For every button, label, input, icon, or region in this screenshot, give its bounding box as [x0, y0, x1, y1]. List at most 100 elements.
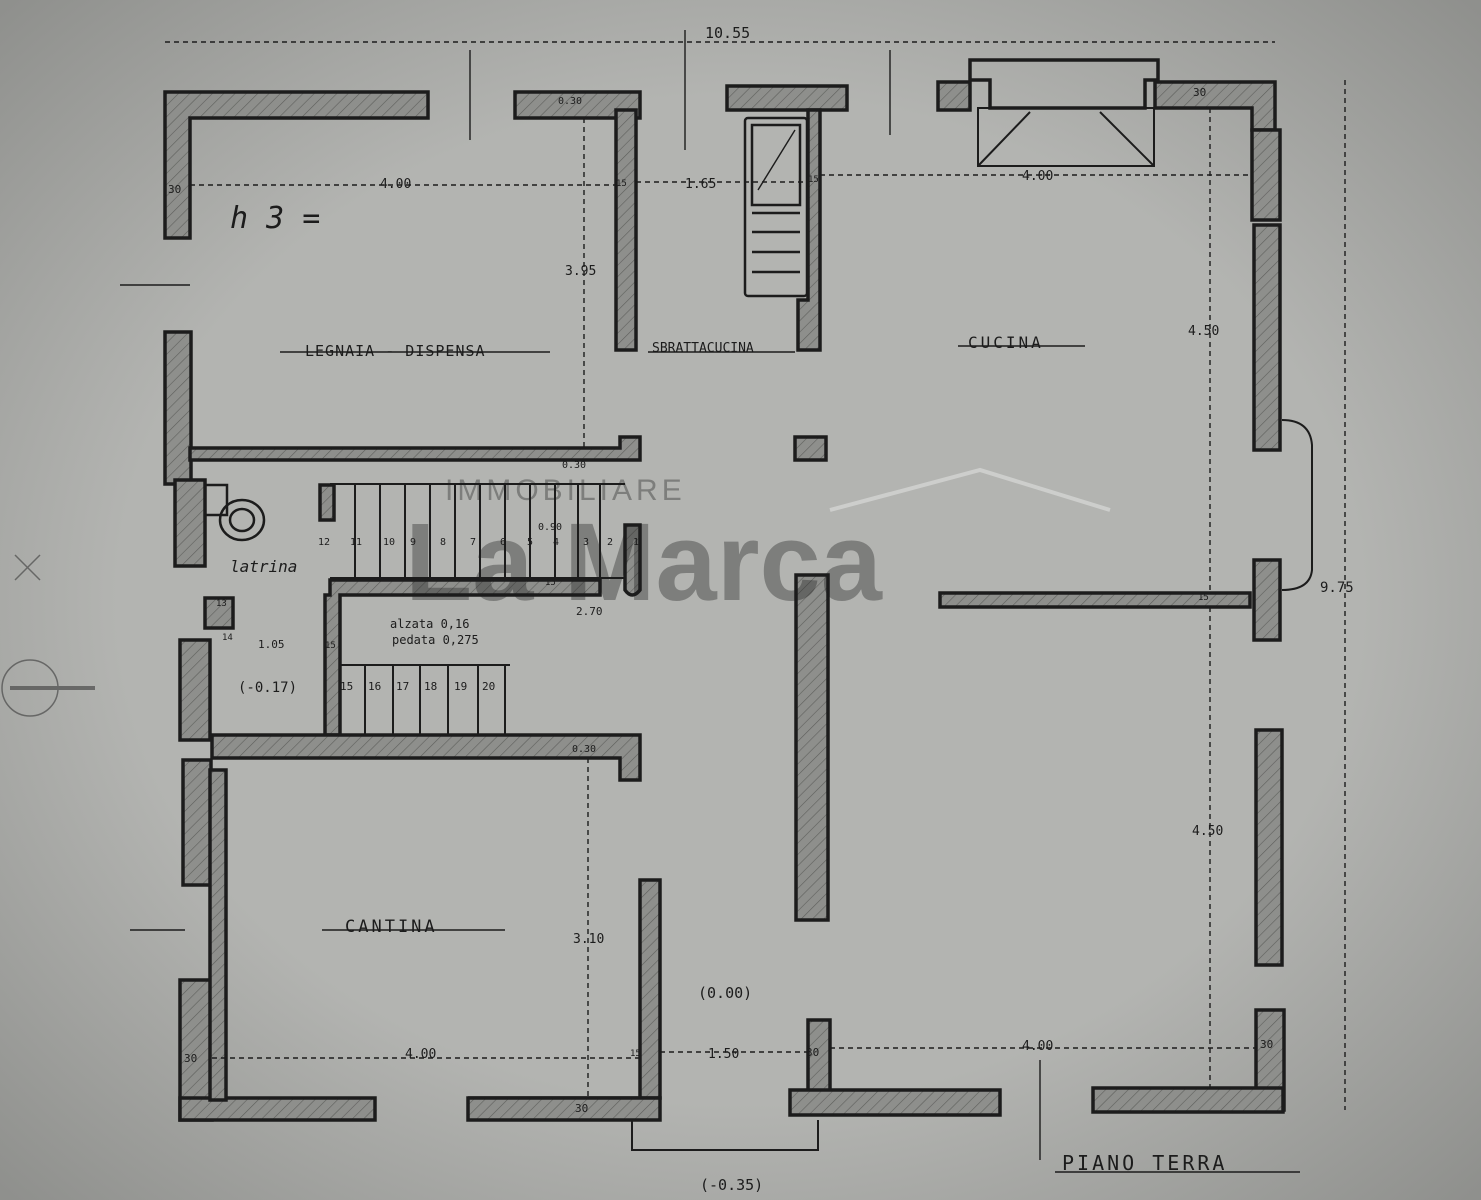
dim-wall-15-b: 15: [808, 175, 819, 185]
dim-wall-15-e: 15: [325, 641, 336, 651]
stair-step-number: 5: [527, 537, 533, 548]
watermark-line2: La Marca: [405, 501, 883, 624]
stair-step-number: 7: [470, 537, 476, 548]
stair-step-number: 4: [553, 537, 559, 548]
walls: [163, 58, 1286, 1122]
dim-wall-left-top: 30: [168, 183, 181, 196]
stair-pedata: pedata 0,275: [392, 633, 479, 647]
wall-cantina-left: [208, 768, 228, 1102]
sink-counter: [743, 116, 809, 298]
stair-step-number: 18: [424, 680, 437, 693]
stair-step-number: 20: [482, 680, 495, 693]
watermark: IMMOBILIARE La Marca: [405, 467, 1111, 624]
dim-wall-14: 14: [222, 633, 233, 643]
dim-wall-15-d: 15: [630, 1049, 641, 1059]
dim-wall-15-f: 15: [545, 578, 556, 588]
level-latrina: (-0.17): [238, 680, 297, 696]
stair-step-number: 8: [440, 537, 446, 548]
dim-cantina-width: 4.00: [405, 1047, 436, 1062]
stair-step-number: 6: [500, 537, 506, 548]
dim-stair-step: 0.90: [538, 522, 562, 533]
dim-cantina-depth: 3.10: [573, 932, 604, 947]
dim-cucina-depth: 4.50: [1188, 324, 1219, 339]
dim-wall-15-a: 15: [616, 179, 627, 189]
toilet-icon: [203, 483, 266, 542]
right-wall-seg-2: [1252, 223, 1282, 452]
dim-bottom-right-width: 4.00: [1022, 1039, 1053, 1054]
stair-step-number: 3: [583, 537, 589, 548]
room-legnaia: LEGNAIA - DISPENSA: [305, 342, 486, 360]
stair-lower-flight: [340, 664, 510, 735]
level-ground: (0.00): [698, 984, 752, 1002]
dim-wall-legnaia-bottom: 0.30: [562, 460, 586, 471]
room-latrina: latrina: [230, 557, 297, 576]
level-entry: (-0.35): [700, 1176, 763, 1194]
dim-sbratta-width: 1.65: [685, 177, 716, 192]
stair-step-number: 9: [410, 537, 416, 548]
top-wall-seg-4: [936, 80, 972, 112]
dim-wall-15-c: 15: [1198, 593, 1209, 603]
entry-step: [631, 1120, 819, 1151]
dimension-lines: [165, 41, 1346, 1110]
left-wall-seg-1: [163, 330, 193, 486]
dim-stair-width: 2.70: [576, 605, 603, 618]
stair-step-number: 15: [340, 680, 353, 693]
dim-latrina-width: 1.05: [258, 638, 285, 651]
top-wall-seg-3: [725, 84, 849, 112]
dim-wall-cantina-top: 0.30: [572, 744, 596, 755]
dim-wall-top-mid: 0.30: [558, 96, 582, 107]
height-note: h 3 =: [230, 201, 320, 236]
left-wall-seg-3: [178, 638, 212, 742]
dim-wall-right-bottom: 30: [1260, 1038, 1273, 1051]
bottom-wall-seg-5: [1091, 1086, 1285, 1114]
stair-step-number: 16: [368, 680, 381, 693]
room-cucina: CUCINA: [968, 333, 1044, 352]
right-wall-seg-3: [1252, 558, 1282, 642]
dim-wall-left-bottom: 30: [184, 1052, 197, 1065]
bottom-wall-left: [178, 1096, 377, 1122]
dim-wall-entry-right: 30: [806, 1046, 819, 1059]
wall-latrina-stub: [203, 596, 235, 630]
section-lines: [120, 30, 1300, 1173]
stair-step-number: 2: [607, 537, 613, 548]
left-wall-seg-4: [181, 758, 213, 887]
left-wall-seg-2: [173, 478, 207, 568]
margin-marks: [1, 554, 95, 717]
bottom-wall-seg-3: [466, 1096, 662, 1122]
dim-cucina-width: 4.00: [1022, 169, 1053, 184]
labels: PIANO TERRA h 3 = LEGNAIA - DISPENSA SBR…: [168, 24, 1354, 1194]
watermark-line1: IMMOBILIARE: [445, 474, 686, 507]
bay-window: [1281, 419, 1313, 591]
dim-overall-depth: 9.75: [1320, 580, 1354, 596]
dim-wall-bottom-mid: 30: [575, 1102, 588, 1115]
top-wall-left: [163, 90, 430, 240]
dim-legnaia-width: 4.00: [380, 177, 411, 192]
wall-cucina-bottom: [938, 591, 1252, 609]
dim-legnaia-depth: 3.95: [565, 264, 596, 279]
wall-sbratta-cucina: [796, 108, 822, 352]
bottom-wall-seg-4: [788, 1018, 1002, 1117]
dim-entrance-width: 1.50: [708, 1047, 739, 1062]
room-sbratta: SBRATTACUCINA: [652, 341, 754, 356]
wall-legnaia-bottom: [188, 435, 642, 462]
stair-curve: [623, 523, 642, 597]
wall-stair-mid: [318, 483, 336, 522]
stair-upper-numbers: 12 11 10 9 8 7 6 5 4 3 2 1: [318, 537, 639, 548]
top-wall-seg-2: [513, 90, 642, 120]
stair-step-number: 1: [633, 537, 639, 548]
wall-center-column: [794, 573, 830, 922]
fireplace-icon: [977, 107, 1155, 167]
dim-wall-13: 13: [216, 599, 227, 609]
dim-overall-width: 10.55: [705, 24, 750, 42]
right-wall-seg-1: [1250, 128, 1282, 222]
stair-step-number: 12: [318, 537, 330, 548]
dim-wall-top-right: 30: [1193, 86, 1206, 99]
dim-right-lower-depth: 4.50: [1192, 824, 1223, 839]
wall-cantina-top: [210, 733, 642, 782]
right-wall-seg-4: [1254, 728, 1284, 967]
stair-step-number: 10: [383, 537, 395, 548]
stair-step-number: 11: [350, 537, 362, 548]
title-label: PIANO TERRA: [1062, 1151, 1227, 1175]
